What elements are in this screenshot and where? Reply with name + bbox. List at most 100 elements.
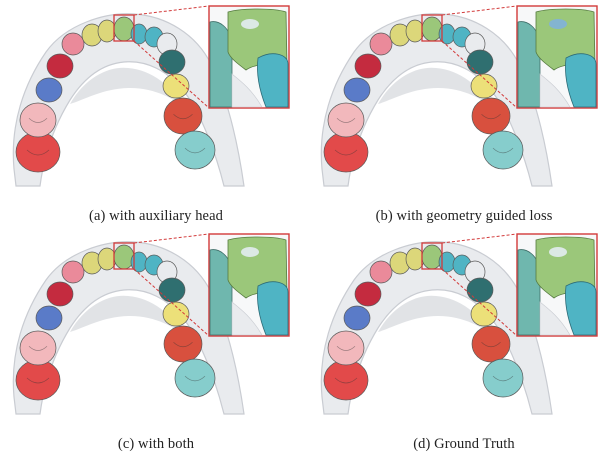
tooth-canine-left [354, 281, 382, 307]
tooth-incisor-left-0 [97, 19, 117, 43]
jaw-arch [320, 13, 553, 187]
palate-shadow [378, 295, 492, 336]
tooth-premolar-left [343, 77, 371, 103]
tooth-premolar-right [162, 73, 190, 99]
tooth-molar-left-1 [323, 131, 369, 173]
tooth-premolar-right [470, 301, 498, 327]
inset-teal-tooth [565, 53, 597, 108]
highlight-box [421, 242, 443, 270]
tooth-molar-left-2 [327, 102, 365, 138]
palate-shadow [70, 295, 184, 336]
tooth-crease [28, 118, 48, 123]
tooth-molar-left-1 [323, 359, 369, 401]
connector-line-bottom [133, 268, 210, 337]
tooth-incisor-center [421, 244, 443, 270]
tooth-crease [336, 118, 356, 123]
tooth-molar-right-2 [482, 130, 524, 170]
tooth-molar-left-1 [15, 131, 61, 173]
panel-a: (a) with auxiliary head [6, 4, 306, 230]
tooth-crease [492, 147, 514, 154]
tooth-incisor-left-0 [405, 19, 425, 43]
highlight-box [113, 242, 135, 270]
tooth-canine-left [354, 53, 382, 79]
tooth-crease [336, 346, 356, 351]
inset-gum [539, 73, 571, 108]
tooth-incisor-left-2 [369, 260, 393, 284]
connector-line-bottom [441, 268, 518, 337]
caption-a: (a) with auxiliary head [89, 208, 223, 224]
inset-gum [539, 301, 571, 336]
tooth-premolar-left [35, 77, 63, 103]
zoom-inset [208, 233, 290, 337]
highlight-box [113, 14, 135, 42]
connector-line-top [441, 233, 518, 244]
tooth-molar-right-2 [482, 358, 524, 398]
tooth-crease [173, 113, 193, 120]
tooth-incisor-left-2 [61, 260, 85, 284]
tooth-molar-right-1 [163, 325, 203, 363]
tooth-canine-right [466, 277, 494, 303]
tooth-crease [492, 375, 514, 382]
inset-fragment [241, 19, 259, 29]
tooth-molar-left-2 [19, 102, 57, 138]
tooth-premolar-left [35, 305, 63, 331]
zoom-inset [516, 5, 598, 109]
inset-fragment [549, 247, 567, 257]
caption-b: (b) with geometry guided loss [375, 208, 553, 224]
dental-scan-a [12, 5, 290, 187]
tooth-crease [28, 346, 48, 351]
tooth-molar-right-1 [163, 97, 203, 135]
caption-c: (c) with both [117, 436, 195, 452]
tooth-incisor-left-2 [61, 32, 85, 56]
tooth-canine-left [46, 281, 74, 307]
panel-b: (b) with geometry guided loss [314, 4, 614, 230]
tooth-molar-right-2 [174, 358, 216, 398]
dental-scan-b [320, 5, 598, 187]
palate-shadow [378, 67, 492, 108]
tooth-premolar-right [470, 73, 498, 99]
inset-teal-tooth [565, 281, 597, 336]
inset-gum [231, 73, 263, 108]
tooth-incisor-center [113, 16, 135, 42]
connector-line-top [441, 5, 518, 16]
inset-teal-tooth [257, 53, 289, 108]
tooth-molar-right-2 [174, 130, 216, 170]
inset-gum [231, 301, 263, 336]
tooth-premolar-left [343, 305, 371, 331]
jaw-arch [12, 13, 245, 187]
dental-scan-c [12, 233, 290, 415]
panel-c: (c) with both [6, 232, 306, 458]
panel-d: (d) Ground Truth [314, 232, 614, 458]
tooth-canine-right [158, 49, 186, 75]
tooth-crease [334, 149, 358, 156]
inset-fragment [549, 19, 567, 29]
inset-teal-tooth [257, 281, 289, 336]
connector-line-bottom [441, 40, 518, 109]
tooth-crease [184, 375, 206, 382]
tooth-molar-left-2 [327, 330, 365, 366]
tooth-incisor-left-0 [97, 247, 117, 271]
palate-shadow [70, 67, 184, 108]
tooth-crease [26, 149, 50, 156]
tooth-crease [26, 377, 50, 384]
tooth-crease [481, 341, 501, 348]
tooth-incisor-center [421, 16, 443, 42]
tooth-canine-left [46, 53, 74, 79]
tooth-incisor-left-2 [369, 32, 393, 56]
zoom-inset [208, 5, 290, 109]
tooth-incisor-center [113, 244, 135, 270]
tooth-incisor-left-0 [405, 247, 425, 271]
connector-line-bottom [133, 40, 210, 109]
connector-line-top [133, 5, 210, 16]
tooth-premolar-right [162, 301, 190, 327]
dental-scan-d [320, 233, 598, 415]
tooth-molar-left-1 [15, 359, 61, 401]
tooth-canine-right [466, 49, 494, 75]
tooth-molar-right-1 [471, 325, 511, 363]
tooth-crease [184, 147, 206, 154]
zoom-inset [516, 233, 598, 337]
highlight-box [421, 14, 443, 42]
jaw-arch [320, 241, 553, 415]
caption-d: (d) Ground Truth [413, 436, 515, 452]
